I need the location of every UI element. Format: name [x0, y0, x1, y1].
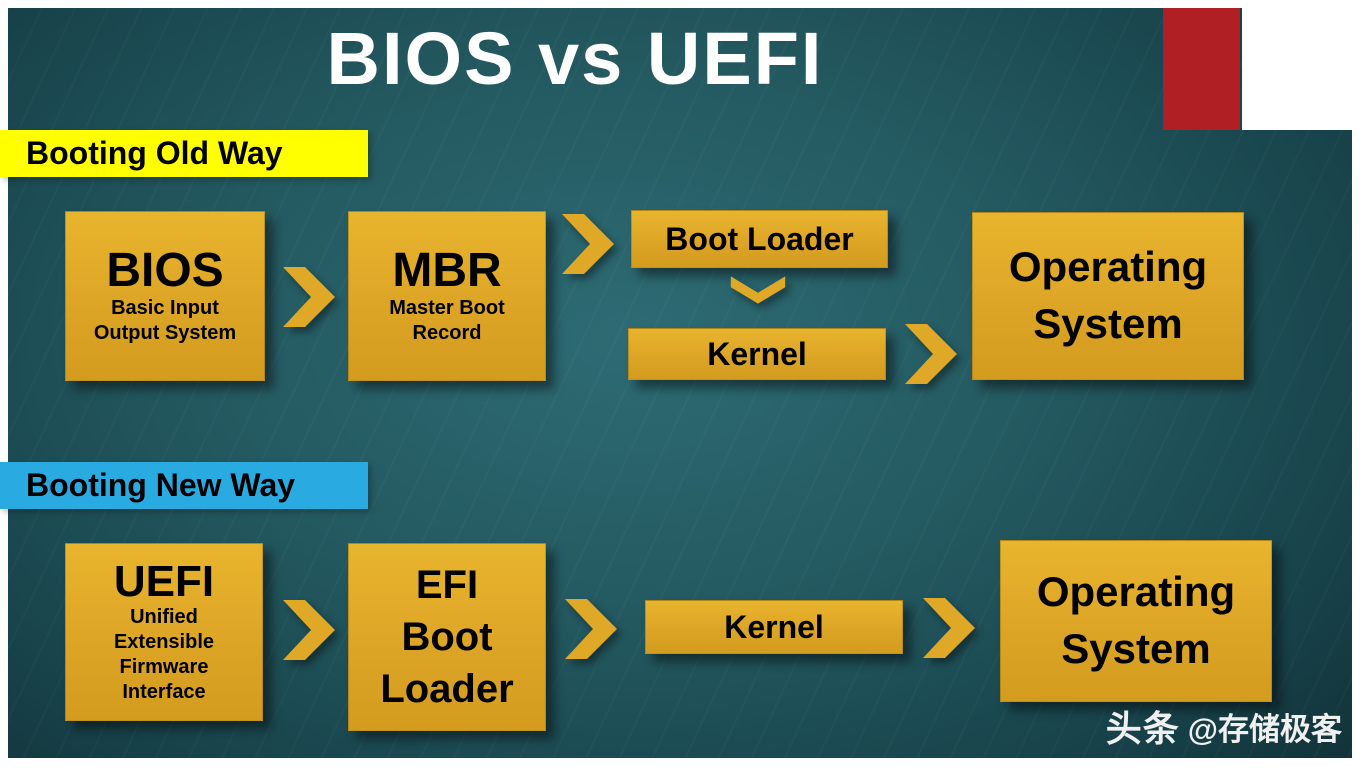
uefi-subtitle-line3: Firmware: [119, 656, 209, 679]
banner-booting-old-way: Booting Old Way: [0, 130, 368, 177]
bios-title: BIOS: [106, 243, 224, 297]
mbr-box: MBR Master Boot Record: [348, 211, 546, 381]
bios-subtitle-line1: Basic Input: [111, 297, 219, 320]
mbr-subtitle-line1: Master Boot: [389, 297, 505, 320]
uefi-subtitle-line2: Extensible: [113, 631, 215, 654]
os-old-line2: System: [1033, 300, 1183, 347]
efi-line1: EFI: [415, 563, 479, 607]
os-old-line1: Operating: [1008, 243, 1208, 291]
watermark: 头条 @存储极客: [1106, 700, 1342, 752]
page-title: BIOS vs UEFI: [326, 17, 824, 100]
arrow-right-icon: [563, 597, 619, 661]
operating-system-box-new: Operating System: [1000, 540, 1272, 702]
bios-box: BIOS Basic Input Output System: [65, 211, 265, 381]
banner-new-label: Booting New Way: [26, 467, 296, 503]
arrow-right-icon: [921, 596, 977, 660]
watermark-handle: @存储极客: [1187, 711, 1342, 747]
bios-subtitle-line2: Output System: [93, 322, 237, 345]
arrow-right-icon: [903, 322, 959, 386]
corner-accent: [1242, 0, 1360, 130]
efi-line3: Loader: [380, 667, 514, 711]
boot-loader-label: Boot Loader: [665, 221, 854, 257]
banner-old-label: Booting Old Way: [26, 135, 283, 171]
operating-system-box-old: Operating System: [972, 212, 1244, 380]
uefi-subtitle-line4: Interface: [122, 681, 206, 704]
boot-loader-box: Boot Loader: [631, 210, 888, 268]
arrow-right-icon: [281, 598, 337, 662]
kernel-label-old: Kernel: [707, 336, 807, 372]
toutiao-logo: 头条: [1105, 708, 1180, 749]
uefi-box: UEFI Unified Extensible Firmware Interfa…: [65, 543, 263, 721]
mbr-subtitle-line2: Record: [412, 322, 482, 345]
kernel-label-new: Kernel: [724, 609, 824, 645]
kernel-box-new: Kernel: [645, 600, 903, 654]
uefi-title: UEFI: [113, 556, 215, 606]
os-new-line2: System: [1061, 625, 1211, 672]
arrow-right-icon: [281, 265, 337, 329]
arrow-down-icon: [729, 274, 787, 306]
red-accent-bar: [1163, 8, 1240, 130]
efi-boot-loader-box: EFI Boot Loader: [348, 543, 546, 731]
os-new-line1: Operating: [1036, 568, 1236, 616]
mbr-title: MBR: [392, 243, 502, 297]
banner-booting-new-way: Booting New Way: [0, 462, 368, 509]
arrow-right-icon: [560, 212, 616, 276]
efi-line2: Boot: [401, 615, 493, 659]
uefi-subtitle-line1: Unified: [130, 606, 198, 629]
kernel-box-old: Kernel: [628, 328, 886, 380]
